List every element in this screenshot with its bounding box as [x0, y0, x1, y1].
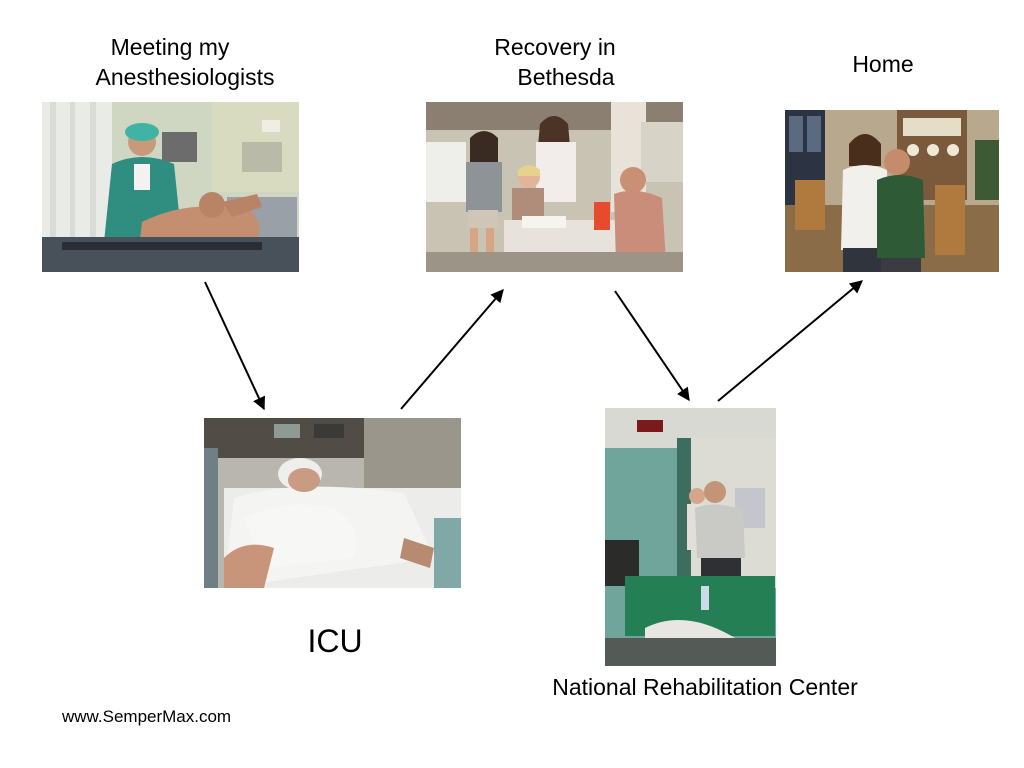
- arrow-rehab-to-home: [717, 280, 863, 402]
- photo-icu: [204, 418, 461, 588]
- arrow-icu-to-bethesda: [400, 289, 504, 410]
- stage-label-line: Bethesda: [517, 64, 615, 90]
- photo-rehab: [605, 408, 776, 666]
- stage-label-bethesda: Recovery in Bethesda: [460, 32, 650, 92]
- photo-bethesda: [426, 102, 683, 272]
- stage-label-anesthesiologists: Meeting my Anesthesiologists: [80, 32, 290, 92]
- stage-label-icu: ICU: [307, 623, 363, 659]
- stage-label-home: Home: [852, 51, 914, 77]
- stage-label-line: Recovery in: [494, 34, 616, 60]
- stage-label-rehab: National Rehabilitation Center: [552, 674, 858, 700]
- stage-label-line: Anesthesiologists: [95, 64, 275, 90]
- arrow-anes-to-icu: [204, 281, 265, 411]
- arrow-bethesda-to-rehab: [614, 290, 690, 402]
- photo-anesthesiologists: [42, 102, 299, 272]
- footer-website-url[interactable]: www.SemperMax.com: [62, 707, 232, 726]
- photo-home: [785, 110, 999, 272]
- stage-label-line: Meeting my: [110, 34, 230, 60]
